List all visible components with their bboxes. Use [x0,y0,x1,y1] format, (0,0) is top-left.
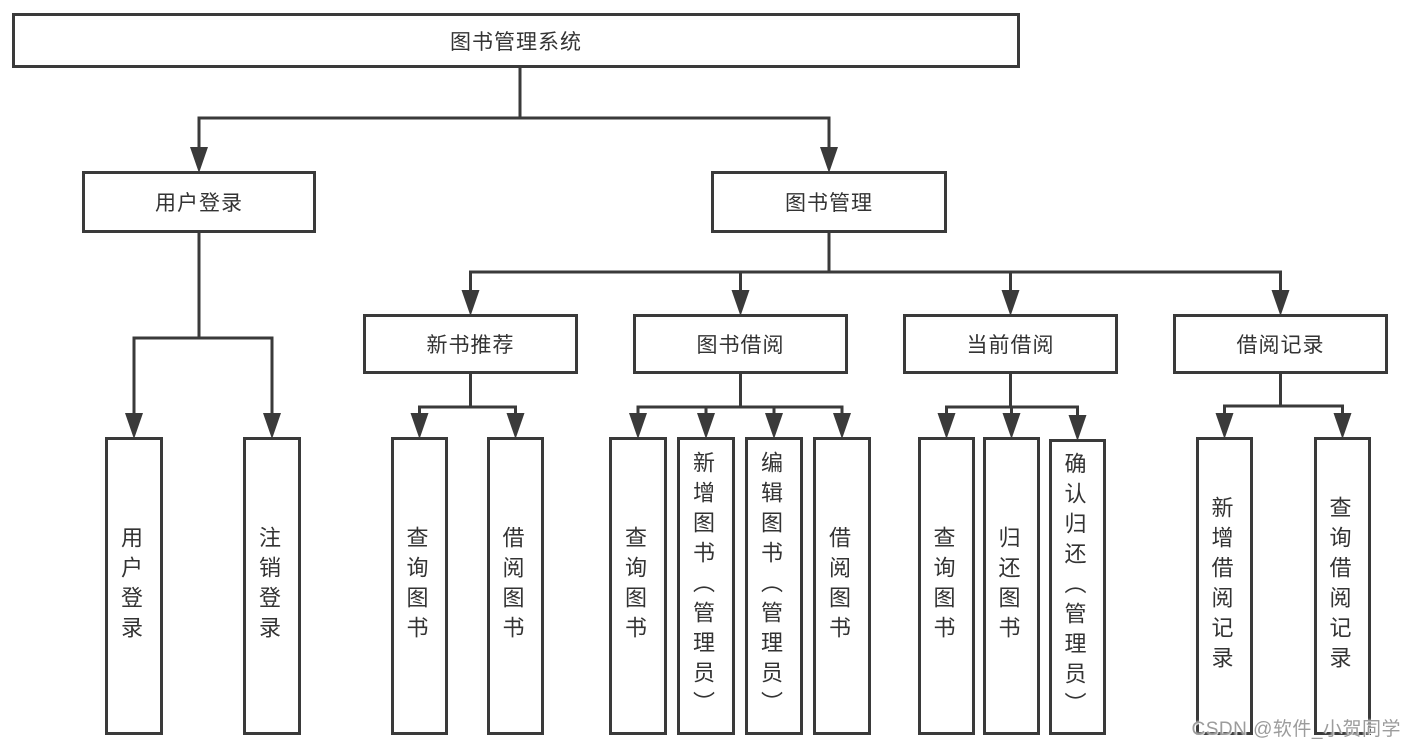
node-label-user-login: 用户登录 [155,192,243,215]
node-label-leaf-confirm-return: 确认归还（管理员） [1061,452,1087,722]
node-label-borrow-record: 借阅记录 [1236,334,1325,357]
node-label-leaf-borrow-book: 借阅图书 [826,526,851,646]
node-label-leaf-add-borrow-rec: 新增借阅记录 [1208,496,1234,676]
node-label-leaf-query-book-current: 查询图书 [930,526,956,646]
node-label-root: 图书管理系统 [450,30,582,54]
node-label-book-mgmt: 图书管理 [785,192,873,215]
node-leaf-query-book-new: 查询图书 [391,437,448,735]
node-book-borrow: 图书借阅 [633,314,848,374]
watermark-text: CSDN @软件_小贺同学 [1191,719,1401,740]
node-leaf-edit-book-admin: 编辑图书（管理员） [745,437,803,735]
node-leaf-add-book-admin: 新增图书（管理员） [677,437,735,735]
node-leaf-query-book-borrow: 查询图书 [609,437,667,735]
node-leaf-confirm-return: 确认归还（管理员） [1049,439,1106,735]
node-book-mgmt: 图书管理 [711,171,947,233]
node-label-leaf-logout: 注销登录 [256,526,281,646]
node-label-leaf-query-borrow-rec: 查询借阅记录 [1326,496,1352,676]
node-label-leaf-borrow-book-new: 借阅图书 [499,526,525,646]
node-label-current-borrow: 当前借阅 [966,334,1055,357]
node-user-login: 用户登录 [82,171,316,233]
node-root: 图书管理系统 [12,13,1020,68]
node-leaf-borrow-book-new: 借阅图书 [487,437,544,735]
node-leaf-return-book: 归还图书 [983,437,1040,735]
node-leaf-query-borrow-rec: 查询借阅记录 [1314,437,1371,735]
node-label-leaf-query-book-new: 查询图书 [403,526,429,646]
node-label-leaf-edit-book-admin: 编辑图书（管理员） [758,451,783,721]
node-label-leaf-user-login: 用户登录 [118,526,143,646]
node-borrow-record: 借阅记录 [1173,314,1388,374]
node-leaf-logout: 注销登录 [243,437,301,735]
node-label-leaf-query-book-borrow: 查询图书 [622,526,647,646]
node-leaf-user-login: 用户登录 [105,437,163,735]
node-leaf-borrow-book: 借阅图书 [813,437,871,735]
node-new-book-rec: 新书推荐 [363,314,578,374]
node-label-leaf-add-book-admin: 新增图书（管理员） [690,451,715,721]
node-leaf-add-borrow-rec: 新增借阅记录 [1196,437,1253,735]
node-label-leaf-return-book: 归还图书 [995,526,1021,646]
node-label-new-book-rec: 新书推荐 [426,334,515,357]
node-leaf-query-book-current: 查询图书 [918,437,975,735]
node-current-borrow: 当前借阅 [903,314,1118,374]
node-label-book-borrow: 图书借阅 [696,334,785,357]
